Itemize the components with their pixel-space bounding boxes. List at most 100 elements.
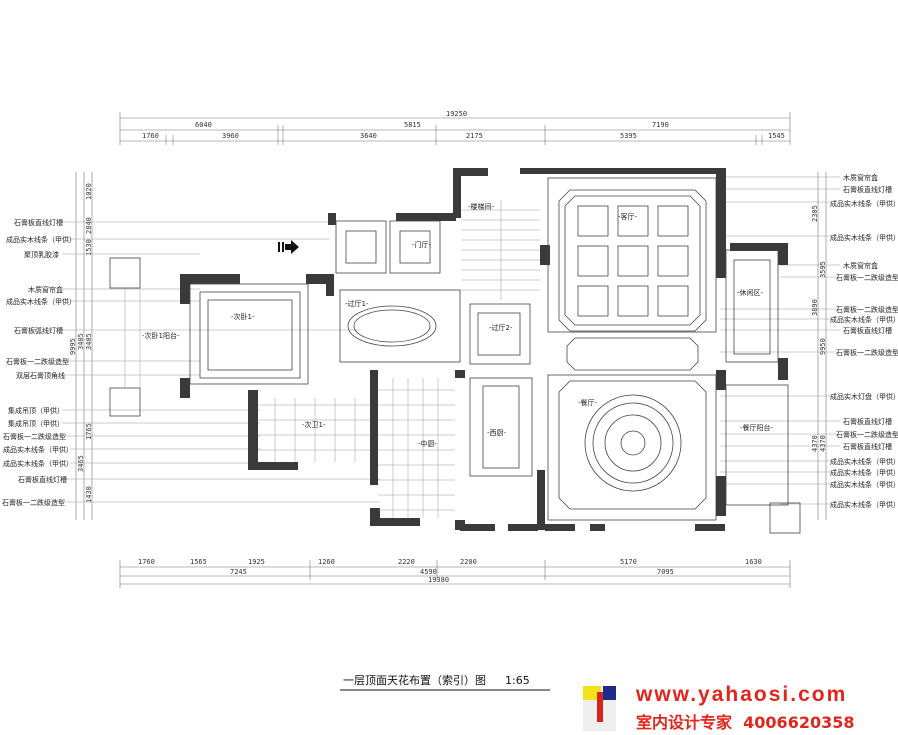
annotation-label: 成品实木线条（甲供） xyxy=(830,480,898,489)
annotation-label: 木质窗帘盒 xyxy=(843,261,878,270)
annotation-label: 成品实木灯盘（甲供） xyxy=(830,392,898,401)
dim-bottom: 1760 xyxy=(138,558,155,566)
annotation-label: 成品实木线条（甲供） xyxy=(3,459,73,468)
annotation-label: 成品实木线条（甲供） xyxy=(830,233,898,242)
annotation-label: 木质窗帘盒 xyxy=(28,285,63,294)
dim-bottom: 5170 xyxy=(620,558,637,566)
annotation-label: 石膏板一二跌级造型 xyxy=(2,498,65,507)
annotation-label: 石膏板一二跌级造型 xyxy=(836,305,898,314)
dim-right: 4370 xyxy=(811,435,819,452)
dim-bottom: 1630 xyxy=(745,558,762,566)
dim-right: 2305 xyxy=(811,205,819,222)
annotation-label: 石膏板直线灯槽 xyxy=(14,218,63,227)
annotation-label: 成品实木线条（甲供） xyxy=(830,500,898,509)
dim-top: 2175 xyxy=(466,132,483,140)
room-label-dining-balcony: -餐厅阳台- xyxy=(740,423,774,432)
left-dimensions: 1020 2840 1530 3405 3405 9995 1765 3465 … xyxy=(69,172,93,520)
annotation-label: 成品实木线条（甲供） xyxy=(3,445,73,454)
room-label-bedroom-balcony: -次卧1阳台- xyxy=(142,331,180,340)
dim-top: 3640 xyxy=(360,132,377,140)
dim-left: 1430 xyxy=(85,486,93,503)
room-label-hall2: -过厅2- xyxy=(489,323,513,332)
annotation-label: 石膏板一二跌级造型 xyxy=(6,357,69,366)
brand-logo-icon xyxy=(583,686,616,731)
annotation-label: 石膏板一二跌级造型 xyxy=(836,430,898,439)
annotation-label: 石膏板直线灯槽 xyxy=(843,442,892,451)
room-label-western-kitchen: -西厨- xyxy=(487,429,507,437)
dim-bottom: 1260 xyxy=(318,558,335,566)
room-label-dining: -餐厅- xyxy=(578,398,598,407)
annotation-label: 成品实木线条（甲供） xyxy=(830,199,898,208)
dim-left: 1020 xyxy=(85,183,93,200)
annotation-label: 集成吊顶（甲供） xyxy=(8,419,64,428)
right-dimensions: 2305 3595 3890 9950 4370 4370 xyxy=(811,172,827,520)
annotation-label: 成品实木线条（甲供） xyxy=(830,315,898,324)
dim-top: 1760 xyxy=(142,132,159,140)
kitchen-tiles xyxy=(258,378,455,518)
right-annotations: 木质窗帘盒 石膏板直线灯槽 成品实木线条（甲供） 成品实木线条（甲供） 木质窗帘… xyxy=(720,173,898,509)
dim-left: 3405 xyxy=(77,333,85,350)
annotation-label: 石膏板直线灯槽 xyxy=(843,417,892,426)
walls xyxy=(180,168,788,531)
dim-top: 5815 xyxy=(404,121,421,129)
stairs xyxy=(461,200,540,300)
dim-bottom: 1925 xyxy=(248,558,265,566)
annotation-label: 石膏板弧线灯槽 xyxy=(14,326,63,335)
dim-right: 3595 xyxy=(819,261,827,278)
bottom-dimensions: 1760 1565 1925 1260 2220 2200 5170 1630 … xyxy=(119,558,791,588)
room-labels: -次卧1- -次卧1阳台- -门厅- -过厅1- -过厅2- -楼梯间- -客厅… xyxy=(142,202,774,448)
dim-left: 1530 xyxy=(85,239,93,256)
annotation-label: 石膏板一二跌级造型 xyxy=(836,273,898,282)
scale-text: 1:65 xyxy=(505,674,530,687)
annotation-label: 集成吊顶（甲供） xyxy=(8,406,64,415)
dim-bottom: 7095 xyxy=(657,568,674,576)
annotation-label: 石膏板一二跌级造型 xyxy=(3,432,66,441)
rooms xyxy=(109,177,801,534)
dim-left: 3465 xyxy=(77,455,85,472)
annotation-label: 成品实木线条（甲供） xyxy=(830,468,898,477)
annotation-label: 双层石膏顶角线 xyxy=(16,371,65,380)
dim-top: 1545 xyxy=(768,132,785,140)
room-label-bedroom: -次卧1- xyxy=(231,312,255,321)
title-text: 一层顶面天花布置（索引）图 xyxy=(343,673,486,687)
dim-bottom: 4590 xyxy=(420,568,437,576)
room-label-chinese-kitchen: -中厨- xyxy=(418,439,438,448)
room-label-hall1: -过厅1- xyxy=(345,299,369,308)
dim-right: 3890 xyxy=(811,299,819,316)
drawing-title: 一层顶面天花布置（索引）图 1:65 xyxy=(340,673,550,691)
logo-slogan: 室内设计专家 4006620358 xyxy=(636,709,854,733)
dim-bottom: 2220 xyxy=(398,558,415,566)
room-label-living: -客厅- xyxy=(618,212,638,221)
dim-right: 9950 xyxy=(819,338,827,355)
watermark-logo: www.yahaosi.com 室内设计专家 4006620358 xyxy=(580,683,898,735)
annotation-label: 成品实木线条（甲供） xyxy=(6,235,76,244)
dim-bottom: 2200 xyxy=(460,558,477,566)
logo-url: www.yahaosi.com xyxy=(636,683,848,706)
annotation-label: 石膏板直线灯槽 xyxy=(843,326,892,335)
dim-left: 1765 xyxy=(85,423,93,440)
annotation-label: 石膏板直线灯槽 xyxy=(843,185,892,194)
dim-bottom-total: 19380 xyxy=(428,576,449,584)
dim-bottom: 7245 xyxy=(230,568,247,576)
top-dimensions: 19250 6040 5815 7190 1760 3960 3640 2175… xyxy=(119,110,791,145)
annotation-label: 石膏板直线灯槽 xyxy=(18,475,67,484)
room-label-foyer: -门厅- xyxy=(412,240,432,249)
room-label-stairs: -楼梯间- xyxy=(468,202,495,211)
dim-left: 3405 xyxy=(85,333,93,350)
dim-top-total: 19250 xyxy=(446,110,467,118)
left-annotations: 石膏板直线灯槽 成品实木线条（甲供） 聚顶乳胶漆 木质窗帘盒 成品实木线条（甲供… xyxy=(2,218,380,507)
annotation-label: 石膏板一二跌级造型 xyxy=(836,348,898,357)
entry-arrow-icon xyxy=(278,240,299,254)
room-label-bathroom: -次卫1- xyxy=(302,420,326,429)
dim-top: 5395 xyxy=(620,132,637,140)
dim-bottom: 1565 xyxy=(190,558,207,566)
dim-top: 3960 xyxy=(222,132,239,140)
annotation-label: 木质窗帘盒 xyxy=(843,173,878,182)
logo-phone: 4006620358 xyxy=(743,713,855,732)
dim-left: 9995 xyxy=(69,338,77,355)
dim-top: 7190 xyxy=(652,121,669,129)
logo-slogan-text: 室内设计专家 xyxy=(636,713,733,732)
annotation-label: 聚顶乳胶漆 xyxy=(24,250,59,259)
